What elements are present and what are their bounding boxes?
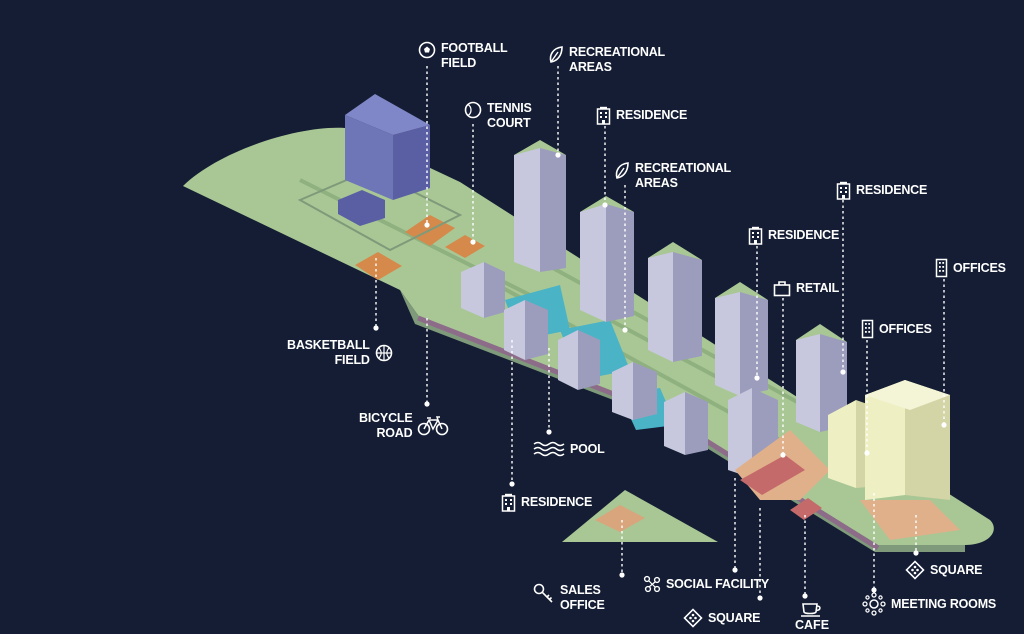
waves-icon — [533, 440, 565, 458]
leader-residence-3-dot — [754, 375, 760, 381]
label-square-1: SQUARE — [683, 608, 760, 628]
tennis-ball-icon — [464, 101, 482, 119]
leader-square-1-dot — [757, 595, 763, 601]
leader-offices-2-dot — [864, 450, 870, 456]
office-buildings — [828, 380, 950, 500]
sports-hall-front — [393, 125, 430, 200]
retail-block — [740, 455, 805, 495]
label-pool: POOL — [533, 440, 605, 458]
label-square-2: SQUARE — [905, 560, 982, 580]
bicycle-icon — [417, 416, 449, 436]
basketball-field-shape — [355, 252, 402, 280]
basketball-icon — [375, 344, 393, 362]
leader-sales-office-dot — [619, 572, 625, 578]
office-tower-icon — [935, 258, 948, 278]
leaf-icon — [548, 45, 564, 65]
leader-residence-4-dot — [509, 481, 515, 487]
leader-pool-dot — [546, 429, 552, 435]
label-residence-4: RESIDENCE — [501, 493, 592, 512]
label-retail: RETAIL — [773, 280, 839, 297]
label-social-facility: SOCIAL FACILITY — [643, 575, 769, 593]
leader-social-facility-dot — [732, 567, 738, 573]
leader-basketball-field-dot — [373, 325, 379, 331]
label-meeting-rooms: MEETING ROOMS — [862, 592, 996, 616]
sports-hall-roof — [345, 94, 430, 135]
network-icon — [643, 575, 661, 593]
leader-recreational-2-dot — [622, 327, 628, 333]
key-icon — [533, 583, 555, 605]
building-icon — [748, 226, 763, 245]
leader-meeting-rooms-dot — [871, 587, 877, 593]
dice-icon — [905, 560, 925, 580]
football-icon — [418, 41, 436, 59]
building-icon — [501, 493, 516, 512]
leader-square-2-dot — [913, 550, 919, 556]
leader-cafe-dot — [802, 593, 808, 599]
dice-icon — [683, 608, 703, 628]
office-tower-icon — [861, 319, 874, 339]
leader-retail-dot — [780, 452, 786, 458]
leaf-icon — [614, 161, 630, 181]
label-residence-1: RESIDENCE — [596, 106, 687, 125]
annex — [338, 190, 385, 226]
leader-football-field-dot — [424, 222, 430, 228]
leader-tennis-court-dot — [470, 239, 476, 245]
building-icon — [596, 106, 611, 125]
label-cafe: CAFE — [795, 600, 829, 632]
label-residence-3: RESIDENCE — [748, 226, 839, 245]
coffee-cup-icon — [800, 600, 824, 618]
square-2-plaza — [860, 500, 960, 540]
building-icon — [836, 181, 851, 200]
meeting-icon — [862, 592, 886, 616]
leader-recreational-1-dot — [555, 152, 561, 158]
inner-paths — [299, 178, 831, 442]
cafe-block — [790, 498, 822, 520]
leader-residence-1-dot — [602, 202, 608, 208]
sales-office-building — [595, 505, 645, 532]
leader-bicycle-road-dot — [424, 401, 430, 407]
shopping-bag-icon — [773, 280, 791, 297]
label-offices-2: OFFICES — [861, 319, 932, 339]
leader-offices-1-dot — [941, 422, 947, 428]
label-offices-1: OFFICES — [935, 258, 1006, 278]
sports-hall-side — [345, 115, 393, 200]
leader-residence-2-dot — [840, 369, 846, 375]
residence-towers — [461, 140, 847, 478]
label-residence-2: RESIDENCE — [836, 181, 927, 200]
